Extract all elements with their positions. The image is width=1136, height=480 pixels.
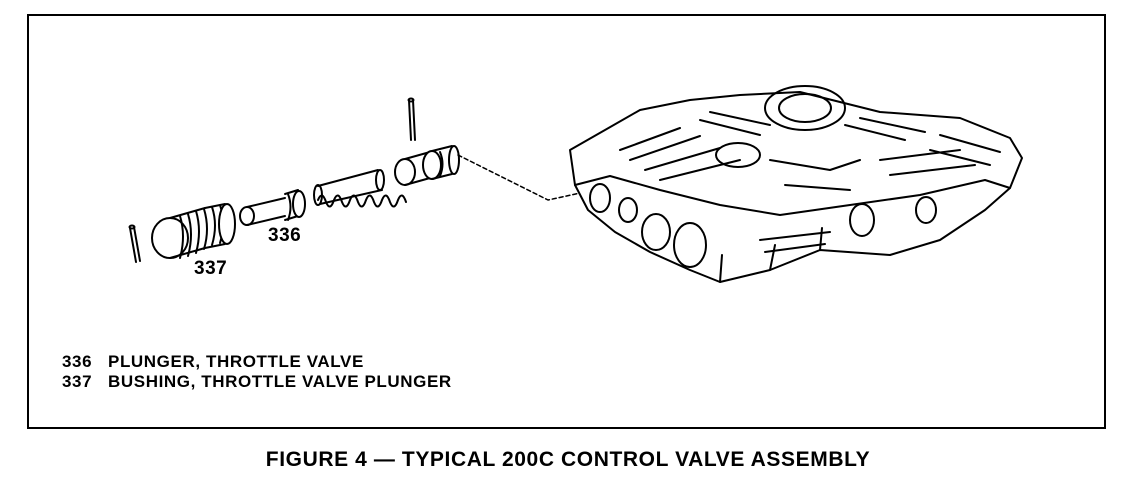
legend-number: 336 [62,352,93,371]
legend-row: 336 PLUNGER, THROTTLE VALVE [62,352,452,372]
leader-line [457,154,586,201]
throttle-valve [394,145,460,186]
figure-caption: FIGURE 4 — TYPICAL 200C CONTROL VALVE AS… [265,448,871,471]
legend-number: 337 [62,372,93,391]
control-valve-body [569,85,1023,283]
figure-frame [27,14,1106,429]
callout-337: 337 [194,258,228,279]
roll-pin-left [128,224,141,263]
legend-row: 337 BUSHING, THROTTLE VALVE PLUNGER [62,372,452,392]
legend-text: PLUNGER, THROTTLE VALVE [108,352,364,371]
throttle-valve-spring [313,169,407,208]
roll-pin-top [407,97,416,141]
plunger-throttle-valve [239,189,306,226]
parts-legend: 336 PLUNGER, THROTTLE VALVE 337 BUSHING, T… [62,352,452,392]
bushing-throttle-valve-plunger [151,203,236,259]
callout-336: 336 [268,225,302,246]
legend-text: BUSHING, THROTTLE VALVE PLUNGER [108,372,452,391]
